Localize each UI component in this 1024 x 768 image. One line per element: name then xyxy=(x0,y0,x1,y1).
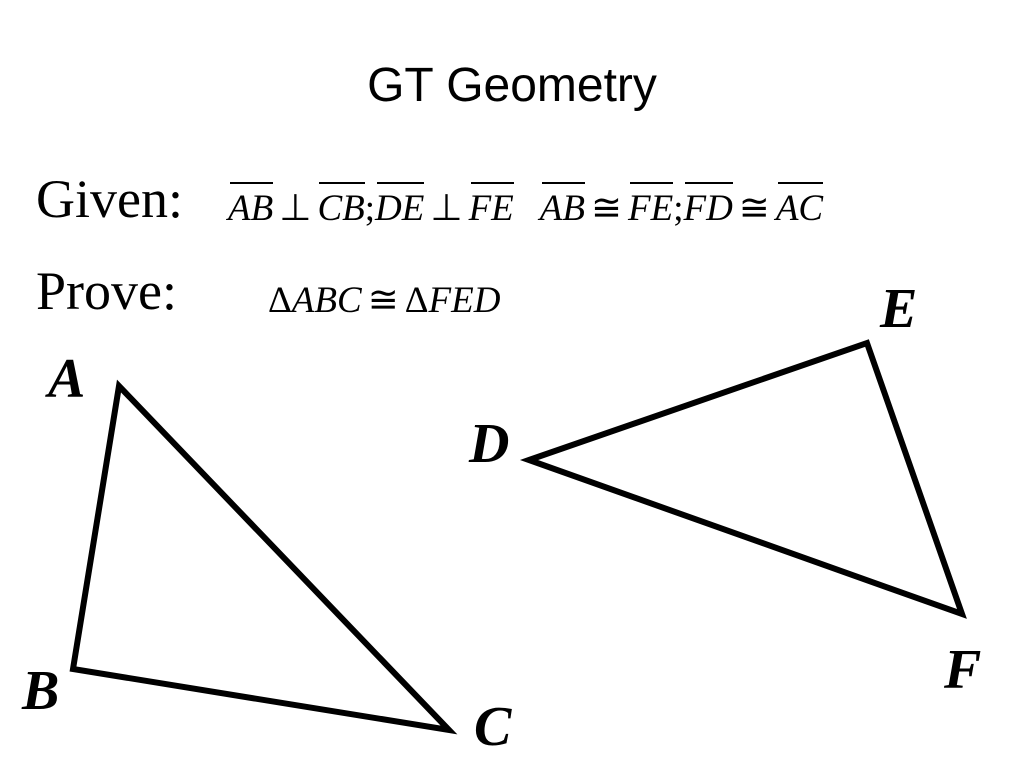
congruent-symbol: ≅ xyxy=(367,280,399,321)
segment-fe: FE xyxy=(627,182,674,229)
prove-statement: ΔABC≅ΔFED xyxy=(268,282,500,319)
vertex-label-a: A xyxy=(45,348,85,410)
segment-ab: AB xyxy=(228,182,274,229)
separator: ; xyxy=(673,188,684,229)
vertex-label-d: D xyxy=(468,413,509,475)
triangle-def xyxy=(519,339,967,619)
perpendicular-symbol: ⊥ xyxy=(279,188,312,229)
prove-label: Prove: xyxy=(36,261,177,321)
separator: ; xyxy=(364,188,375,229)
triangle-abc-name: ABC xyxy=(291,280,362,321)
segment-de: DE xyxy=(375,182,425,229)
segment-ac: AC xyxy=(775,182,824,229)
vertex-label-f: F xyxy=(943,639,981,701)
triangle-symbol: Δ xyxy=(404,280,429,321)
segment-ab: AB xyxy=(539,182,586,229)
slide-title: GT Geometry xyxy=(367,59,657,112)
segment-fd: FD xyxy=(683,182,734,229)
congruent-symbol: ≅ xyxy=(590,188,622,229)
vertex-label-e: E xyxy=(879,278,917,340)
segment-cb: CB xyxy=(317,182,366,229)
given-label: Given: xyxy=(36,169,183,229)
triangle-fed-name: FED xyxy=(428,280,501,321)
segment-fe: FE xyxy=(468,182,514,229)
triangle-abc xyxy=(69,379,458,735)
vertex-label-b: B xyxy=(21,660,59,722)
congruent-symbol: ≅ xyxy=(738,188,770,229)
perpendicular-symbol: ⊥ xyxy=(430,188,463,229)
vertex-label-c: C xyxy=(474,696,512,758)
triangle-symbol: Δ xyxy=(268,280,292,321)
